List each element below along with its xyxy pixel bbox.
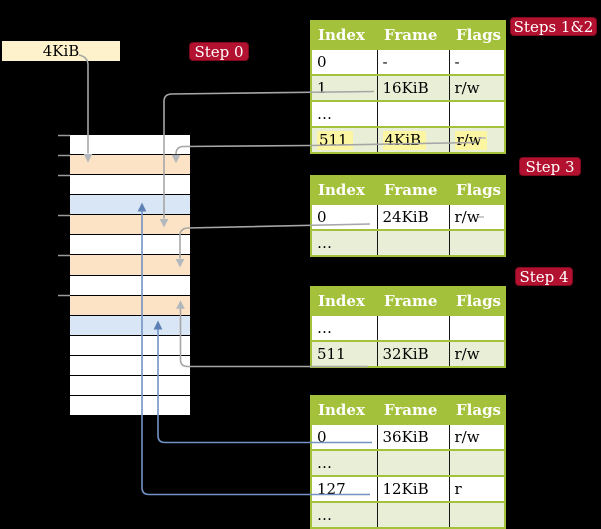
column-header-flags: Flags xyxy=(448,175,506,205)
column-header-flags: Flags xyxy=(448,286,506,316)
highlighted-value: r/w xyxy=(454,131,487,150)
table-cell xyxy=(449,229,506,257)
table-cell: 24KiB xyxy=(377,203,450,231)
table-cell: 511 xyxy=(310,340,378,368)
highlighted-value: 4KiB xyxy=(382,131,427,150)
table-cell: r/w xyxy=(449,340,506,368)
table-cell xyxy=(377,100,450,128)
memory-frame-row-1 xyxy=(70,155,190,176)
memory-frame-row-12 xyxy=(70,375,190,397)
table-cell xyxy=(449,100,506,128)
table-cell: … xyxy=(310,314,378,342)
column-header-flags: Flags xyxy=(448,395,506,425)
column-header-index: Index xyxy=(310,175,378,205)
table-cell: r/w xyxy=(449,74,506,102)
table-cell: 127 xyxy=(310,475,378,503)
step-0-label: Step 0 xyxy=(189,42,249,61)
step-3-label: Step 3 xyxy=(519,157,581,176)
table-cell xyxy=(377,229,450,257)
table-cell: 16KiB xyxy=(377,74,450,102)
column-header-index: Index xyxy=(310,286,378,316)
table-cell: 0 xyxy=(310,203,378,231)
table-cell: 36KiB xyxy=(377,423,450,451)
table-cell: 4KiB xyxy=(377,126,450,154)
table-cell: 32KiB xyxy=(377,340,450,368)
column-header-frame: Frame xyxy=(376,395,450,425)
memory-frame-row-10 xyxy=(70,335,190,356)
highlighted-value: 511 xyxy=(317,131,353,150)
memory-frame-row-11 xyxy=(70,355,190,376)
memory-frame-row-2 xyxy=(70,175,190,196)
memory-frame-row-7 xyxy=(70,275,190,296)
table-cell xyxy=(377,501,450,529)
memory-frame-row-8 xyxy=(70,295,190,316)
physical-memory-stack xyxy=(70,135,190,416)
table-cell xyxy=(449,501,506,529)
column-header-frame: Frame xyxy=(376,286,450,316)
memory-frame-row-3 xyxy=(70,195,190,216)
table-row: 0-- xyxy=(310,48,506,76)
table-cell xyxy=(377,314,450,342)
table-cell: … xyxy=(310,100,378,128)
table-cell: … xyxy=(310,229,378,257)
column-header-index: Index xyxy=(310,20,378,50)
column-header-index: Index xyxy=(310,395,378,425)
table-cell: r/w xyxy=(449,423,506,451)
frame-4kib-box: 4KiB xyxy=(2,41,120,61)
table-cell xyxy=(449,449,506,477)
step-4-label: Step 4 xyxy=(515,267,573,286)
table-cell: … xyxy=(310,449,378,477)
memory-frame-row-6 xyxy=(70,255,190,276)
table-cell: 12KiB xyxy=(377,475,450,503)
table-row: … xyxy=(310,314,506,342)
table-cell: r/w xyxy=(449,126,506,154)
column-header-flags: Flags xyxy=(448,20,506,50)
table-row: 511 4KiB r/w xyxy=(310,126,506,154)
memory-frame-row-4 xyxy=(70,215,190,236)
table-cell xyxy=(449,314,506,342)
table-row: … xyxy=(310,229,506,257)
table-cell: 1 xyxy=(310,74,378,102)
table-cell xyxy=(377,449,450,477)
table-cell: 0 xyxy=(310,423,378,451)
table-row: … xyxy=(310,100,506,128)
table-cell: … xyxy=(310,501,378,529)
memory-frame-row-9 xyxy=(70,315,190,336)
table-row: … xyxy=(310,501,506,529)
memory-tick-marks xyxy=(58,134,70,297)
column-header-frame: Frame xyxy=(376,175,450,205)
table-cell: 511 xyxy=(310,126,378,154)
column-header-frame: Frame xyxy=(376,20,450,50)
table-cell: 0 xyxy=(310,48,378,76)
memory-frame-row-5 xyxy=(70,235,190,256)
table-cell: r xyxy=(449,475,506,503)
table-cell: - xyxy=(377,48,450,76)
table-cell: - xyxy=(449,48,506,76)
memory-frame-row-0 xyxy=(70,135,190,156)
memory-frame-row-13 xyxy=(70,396,190,416)
steps-1-2-label: Steps 1&2 xyxy=(510,17,597,36)
table-row: … xyxy=(310,449,506,477)
table-cell: r/w xyxy=(449,203,506,231)
